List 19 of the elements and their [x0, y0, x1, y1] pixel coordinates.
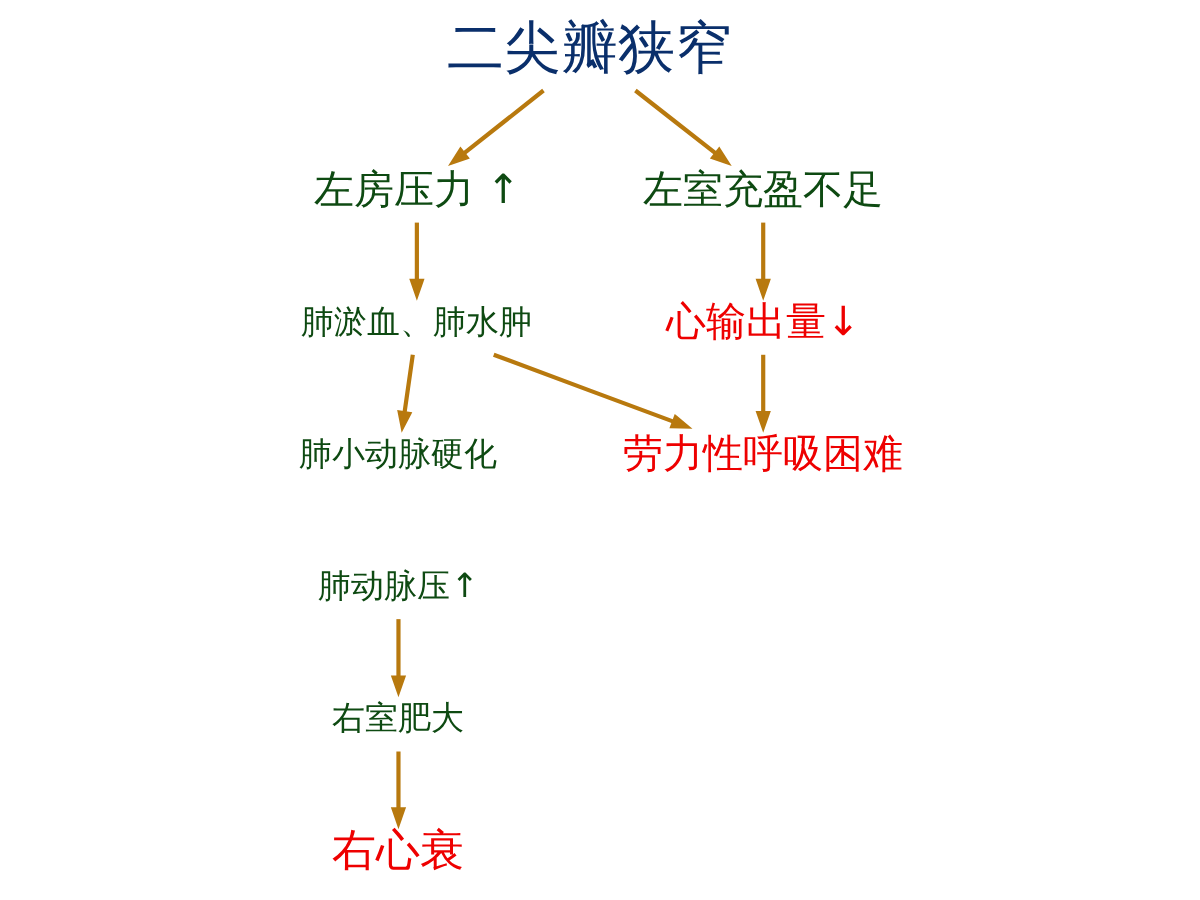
node-text: 肺淤血、肺水肿	[300, 301, 532, 341]
arrow	[755, 354, 771, 433]
node-text: 二尖瓣狭窄	[446, 14, 732, 81]
node-text: 肺小动脉硬化	[298, 434, 497, 474]
node-text: 右心衰	[331, 824, 464, 875]
arrow	[390, 619, 406, 698]
node-text: 心输出量↓	[665, 297, 860, 344]
arrow	[633, 88, 732, 166]
arrow	[396, 354, 415, 433]
arrow	[492, 352, 692, 429]
arrow	[408, 222, 424, 301]
node-text: 左室充盈不足	[642, 165, 883, 212]
arrow	[390, 751, 406, 830]
node-text: 肺动脉压↑	[317, 566, 478, 606]
arrow	[447, 88, 545, 166]
arrow	[755, 222, 771, 301]
node-text: 右室肥大	[331, 698, 464, 738]
node-text: 劳力性呼吸困难	[622, 430, 903, 477]
node-text: 左房压力 ↑	[313, 165, 520, 212]
